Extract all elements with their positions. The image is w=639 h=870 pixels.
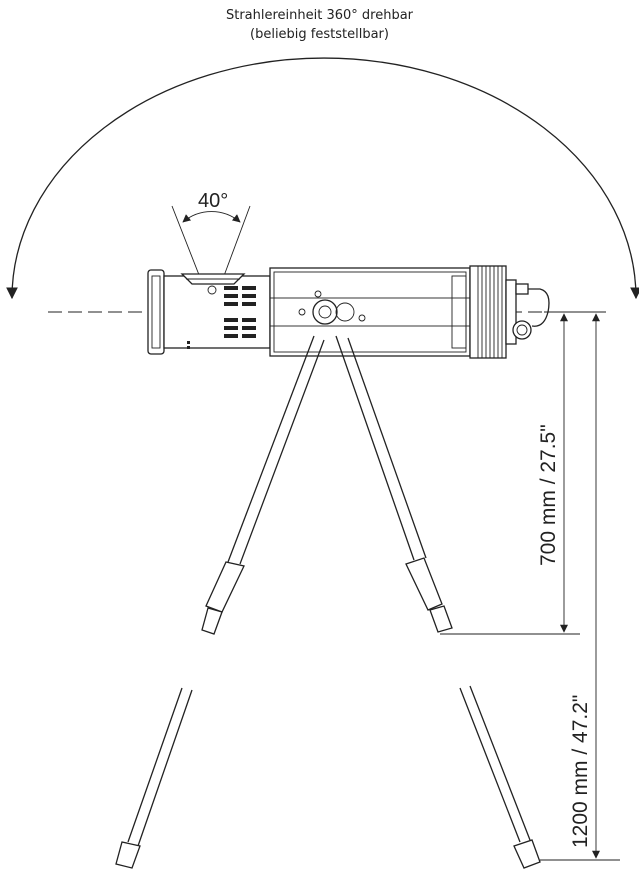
tripod-legs-upper	[201, 335, 453, 635]
angle-label: 40°	[198, 190, 228, 212]
emitter-unit	[147, 265, 550, 359]
angle-indicator: 40°	[171, 190, 251, 309]
dim-700-label: 700 mm / 27.5"	[537, 424, 560, 566]
dimension-700: 700 mm / 27.5"	[440, 311, 580, 635]
caption-line-1: Strahlereinheit 360° drehbar	[225, 8, 414, 23]
tripod-legs-lower	[115, 685, 541, 869]
dim-1200-label: 1200 mm / 47.2"	[569, 695, 592, 848]
cooling-ribs	[477, 266, 503, 358]
dimension-1200: 1200 mm / 47.2"	[540, 311, 620, 861]
vent-slots	[224, 286, 256, 338]
rotation-arc	[6, 57, 639, 300]
caption-line-2: (beliebig feststellbar)	[250, 27, 389, 42]
